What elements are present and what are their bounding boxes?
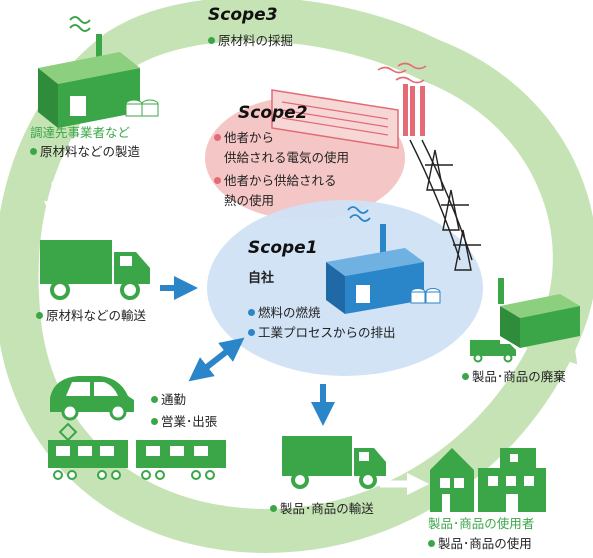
scope3-title: Scope3 (208, 5, 278, 25)
scope1-title: Scope1 (248, 238, 318, 258)
users-item-label: 製品･商品の使用 (438, 536, 532, 551)
flow-arrows (43, 182, 430, 496)
disposal-label: 製品･商品の廃棄 (472, 369, 566, 384)
users-item: 製品･商品の使用 (428, 535, 532, 553)
users-title: 製品･商品の使用者 (428, 516, 535, 531)
scope1-item-2-label: 工業プロセスからの排出 (258, 325, 396, 340)
scope1-item-2: 工業プロセスからの排出 (248, 324, 396, 342)
bullet-icon (248, 309, 255, 316)
commute-label: 通勤 (161, 392, 187, 407)
scope2-item-2: 他者から供給される (214, 172, 337, 190)
transport-products-label: 製品･商品の輸送 (280, 501, 374, 516)
business-trip-label: 営業･出張 (161, 414, 218, 429)
commute: 通勤 (151, 391, 186, 409)
scope2-item-1: 他者から (214, 129, 274, 147)
scope2-item-1-label: 他者から (224, 130, 275, 145)
bullet-icon (428, 540, 435, 547)
scope2-item-2-cont: 熱の使用 (224, 193, 275, 208)
blue-arrows (160, 276, 335, 426)
scope3-item: 原材料の採掘 (208, 32, 293, 50)
scope1-item-1-label: 燃料の燃焼 (258, 305, 321, 320)
disposal-facility-icon (470, 278, 580, 363)
supplier-factory-icon (38, 16, 159, 128)
supplier-title: 調達先事業者など (30, 125, 131, 140)
business-trip: 営業･出張 (151, 413, 217, 431)
power-line-icon (409, 139, 481, 271)
scope1-item-1: 燃料の燃焼 (248, 304, 321, 322)
bullet-icon (214, 177, 221, 184)
truck-products-icon (282, 436, 386, 489)
scope3-item-label: 原材料の採掘 (218, 33, 294, 48)
transport-materials: 原材料などの輸送 (36, 307, 146, 325)
bullet-icon (248, 329, 255, 336)
truck-raw-materials-icon (40, 240, 150, 300)
bullet-icon (151, 418, 158, 425)
transport-materials-label: 原材料などの輸送 (46, 308, 147, 323)
bullet-icon (30, 148, 37, 155)
supplier-item: 原材料などの製造 (30, 143, 140, 161)
transport-products: 製品･商品の輸送 (270, 500, 374, 518)
bullet-icon (36, 312, 43, 319)
train-icon (48, 422, 226, 480)
scope2-item-2-label: 他者から供給される (224, 173, 337, 188)
bullet-icon (214, 134, 221, 141)
bullet-icon (208, 37, 215, 44)
scope2-title: Scope2 (238, 103, 308, 123)
own-factory-icon (326, 206, 441, 314)
car-icon (50, 376, 134, 421)
bullet-icon (270, 505, 277, 512)
houses-icon (430, 448, 546, 512)
bullet-icon (151, 396, 158, 403)
supplier-item-label: 原材料などの製造 (40, 144, 141, 159)
scope2-item-1-cont: 供給される電気の使用 (224, 150, 350, 165)
scope1-subtitle: 自社 (248, 271, 275, 286)
power-plant-icon (271, 62, 427, 149)
disposal: 製品･商品の廃棄 (462, 368, 566, 386)
bullet-icon (462, 373, 469, 380)
